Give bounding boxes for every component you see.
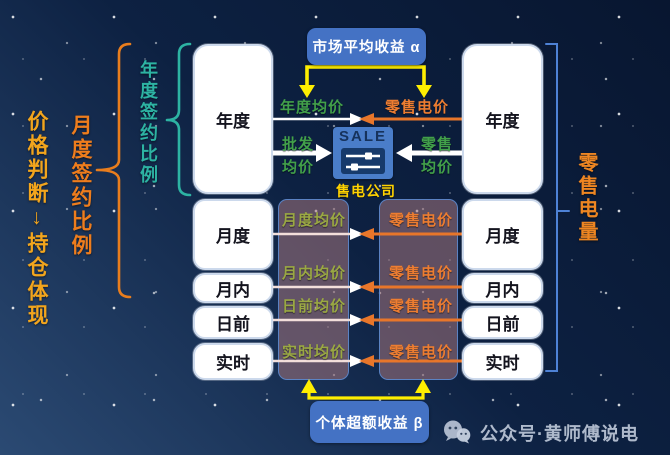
realtime-retail-price-label: 零售电价 bbox=[389, 344, 454, 361]
left-box-annual: 年度 bbox=[193, 44, 273, 194]
intramonth-avg-price-label: 月内均价 bbox=[282, 265, 347, 282]
right-box-monthly: 月度 bbox=[462, 199, 543, 270]
retail-price-panel bbox=[379, 199, 458, 380]
right-box-intramonth: 月内 bbox=[462, 273, 543, 303]
alpha-arrowhead-left bbox=[299, 85, 315, 98]
left-box-monthly: 月度 bbox=[193, 199, 273, 270]
sale-company-icon: SALE bbox=[333, 127, 393, 179]
intramonth-retail-price-label: 零售电价 bbox=[389, 265, 454, 282]
sale-icon-word: SALE bbox=[338, 128, 387, 145]
alpha-connector bbox=[305, 65, 426, 88]
right-box-annual: 年度 bbox=[462, 44, 543, 194]
retail-price-top-label: 零售电价 bbox=[385, 99, 450, 116]
individual-excess-return-box: 个体超额收益 β bbox=[310, 401, 429, 443]
retail-avg-label-l2: 均价 bbox=[421, 159, 454, 176]
alpha-arrowhead-right bbox=[416, 85, 432, 98]
monthly-retail-arrowhead bbox=[359, 228, 374, 240]
dayahead-avg-price-label: 日前均价 bbox=[282, 298, 347, 315]
monthly-ratio-brace bbox=[95, 42, 132, 299]
watermark: 公众号·黄师傅说电 bbox=[442, 418, 639, 447]
monthly-ratio-label: 月度签约比例 bbox=[69, 114, 92, 258]
realtime-retail-arrowhead bbox=[359, 355, 374, 367]
left-box-dayahead: 日前 bbox=[193, 306, 273, 339]
wholesale-avg-label-l2: 均价 bbox=[282, 159, 315, 176]
beta-arrowhead-right bbox=[415, 379, 431, 393]
retail-volume-bracket bbox=[545, 43, 570, 372]
dayahead-retail-price-label: 零售电价 bbox=[389, 298, 454, 315]
left-box-intramonth: 月内 bbox=[193, 273, 273, 303]
intramonth-retail-arrowhead bbox=[359, 281, 374, 293]
wholesale-avg-arrowhead bbox=[316, 144, 332, 162]
sale-company-caption: 售电公司 bbox=[336, 183, 396, 199]
retail-avg-label-l1: 零售 bbox=[421, 136, 454, 153]
annual-avg-price-label: 年度均价 bbox=[280, 99, 345, 116]
left-box-realtime: 实时 bbox=[193, 343, 273, 380]
right-box-dayahead: 日前 bbox=[462, 306, 543, 339]
wholesale-avg-label-l1: 批发 bbox=[282, 136, 315, 153]
beta-arrowhead-left bbox=[301, 379, 317, 393]
annual-avg-arrowhead bbox=[350, 113, 364, 125]
right-box-realtime: 实时 bbox=[462, 343, 543, 380]
wholesale-price-panel bbox=[278, 199, 349, 380]
retail-avg-arrowhead bbox=[396, 144, 412, 162]
dayahead-avg-arrowhead bbox=[350, 314, 364, 326]
realtime-avg-price-label: 实时均价 bbox=[282, 344, 347, 361]
market-average-return-box: 市场平均收益 α bbox=[307, 28, 426, 65]
monthly-avg-arrowhead bbox=[350, 228, 364, 240]
monthly-avg-price-label: 月度均价 bbox=[282, 212, 347, 229]
wechat-icon bbox=[444, 420, 471, 444]
dayahead-retail-arrowhead bbox=[359, 314, 374, 326]
sliders-icon bbox=[341, 148, 385, 174]
intramonth-avg-arrowhead bbox=[350, 281, 364, 293]
realtime-avg-arrowhead bbox=[350, 355, 364, 367]
retail-price-top-arrowhead bbox=[359, 113, 374, 125]
beta-connector bbox=[307, 386, 425, 400]
annual-ratio-brace bbox=[165, 42, 192, 197]
annual-ratio-label: 年度签约比例 bbox=[138, 60, 158, 186]
monthly-retail-price-label: 零售电价 bbox=[389, 212, 454, 229]
price-judgment-label: 价格判断↓持仓体现 bbox=[25, 110, 48, 328]
retail-volume-label: 零售电量 bbox=[575, 152, 597, 244]
watermark-text: 公众号·黄师傅说电 bbox=[480, 423, 639, 444]
